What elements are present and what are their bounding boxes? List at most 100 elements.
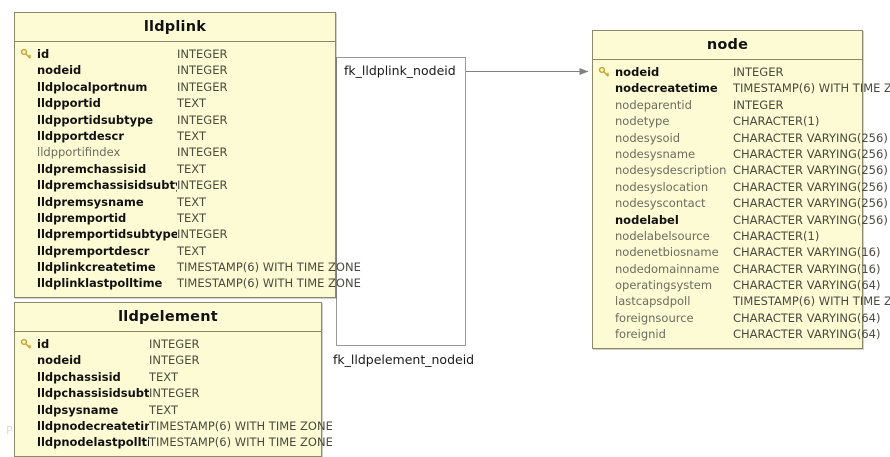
column-type: TEXT: [177, 128, 206, 143]
column-name: lldpportdescr: [37, 128, 125, 143]
column-row: lldpsysname TEXT: [15, 402, 321, 418]
column-name: nodeid: [37, 353, 82, 368]
column-type: INTEGER: [177, 145, 228, 160]
column-key-spacer: [15, 226, 37, 242]
column-key-spacer: [593, 162, 615, 178]
column-key-spacer: [15, 275, 37, 291]
column-key-spacer: [593, 244, 615, 260]
column-type: CHARACTER VARYING(256): [733, 179, 888, 194]
column-name: lldpchassisid: [37, 369, 121, 384]
column-key-spacer: [593, 293, 615, 309]
column-key-spacer: [593, 80, 615, 96]
column-name: lldpremsysname: [37, 194, 144, 209]
column-name: lldpsysname: [37, 402, 119, 417]
column-key-spacer: [15, 128, 37, 144]
column-name: lldpnodecreatetime: [37, 418, 149, 433]
column-name: nodenetbiosname: [615, 245, 719, 260]
column-type: INTEGER: [733, 97, 784, 112]
column-type: INTEGER: [177, 227, 228, 242]
column-name: nodedomainname: [615, 261, 720, 276]
column-type: CHARACTER VARYING(64): [733, 278, 881, 293]
primary-key-icon: [593, 64, 615, 80]
fk-label-lldpelement-nodeid: fk_lldpelement_nodeid: [333, 352, 475, 367]
primary-key-icon: [15, 336, 37, 352]
column-type: INTEGER: [177, 178, 228, 193]
column-key-spacer: [593, 277, 615, 293]
column-row: lldpportdescr TEXT: [15, 128, 335, 144]
column-name: operatingsystem: [615, 278, 713, 293]
column-key-spacer: [593, 310, 615, 326]
column-row: lldpremchassisidsubtypeINTEGER: [15, 177, 335, 193]
column-name: lldpportid: [37, 96, 101, 111]
column-key-spacer: [15, 352, 37, 368]
column-key-spacer: [593, 212, 615, 228]
column-name: lldplinkcreatetime: [37, 260, 156, 275]
column-key-spacer: [593, 179, 615, 195]
column-key-spacer: [15, 95, 37, 111]
column-type: CHARACTER VARYING(256): [733, 146, 888, 161]
column-row: lldpchassisidsubtypeINTEGER: [15, 385, 321, 401]
column-name: lldpremportidsubtype: [37, 227, 177, 242]
column-row: lldpremportid TEXT: [15, 210, 335, 226]
column-key-spacer: [15, 177, 37, 193]
column-type: TEXT: [149, 369, 178, 384]
column-row: lldpnodelastpolltimeTIMESTAMP(6) WITH TI…: [15, 434, 333, 450]
entity-title-lldplink: lldplink: [15, 13, 335, 42]
column-key-spacer: [15, 112, 37, 128]
column-key-spacer: [15, 62, 37, 78]
column-type: CHARACTER(1): [733, 228, 820, 243]
column-type: TEXT: [177, 194, 206, 209]
column-key-spacer: [15, 434, 37, 450]
column-name: nodeid: [615, 65, 660, 79]
column-name: nodeid: [37, 63, 82, 78]
column-name: lldpremchassisid: [37, 161, 147, 176]
column-name: nodesysdescription: [615, 163, 727, 178]
column-name: lldpchassisidsubtype: [37, 386, 149, 401]
column-name: id: [37, 337, 50, 351]
column-type: CHARACTER VARYING(256): [733, 196, 888, 211]
column-type: CHARACTER VARYING(256): [733, 130, 888, 145]
column-row: nodeid INTEGER: [593, 64, 862, 80]
column-key-spacer: [15, 161, 37, 177]
column-name: lastcapsdpoll: [615, 294, 691, 309]
column-key-spacer: [593, 97, 615, 113]
column-type: TIMESTAMP(6) WITH TIME ZONE: [149, 435, 333, 450]
column-key-spacer: [15, 418, 37, 434]
column-row: lldplinkcreatetime TIMESTAMP(6) WITH TIME…: [15, 259, 361, 275]
column-name: lldpremchassisidsubtype: [37, 178, 177, 193]
column-type: TEXT: [149, 402, 178, 417]
column-name: lldpremportid: [37, 210, 127, 225]
column-key-spacer: [15, 402, 37, 418]
column-type: INTEGER: [733, 65, 784, 79]
column-key-spacer: [15, 243, 37, 259]
column-key-spacer: [593, 113, 615, 129]
column-row: lldpnodecreatetimeTIMESTAMP(6) WITH TIME…: [15, 418, 333, 434]
column-row: lldpportifindex INTEGER: [15, 144, 335, 160]
column-name: lldpportifindex: [37, 145, 121, 160]
column-name: lldpnodelastpolltime: [37, 435, 149, 450]
column-type: INTEGER: [177, 79, 228, 94]
column-type: TEXT: [177, 210, 206, 225]
column-type: TIMESTAMP(6) WITH TIME ZONE: [177, 260, 361, 275]
column-type: TIMESTAMP(6) WITH TIME ZONE: [733, 294, 890, 309]
column-name: id: [37, 47, 50, 61]
